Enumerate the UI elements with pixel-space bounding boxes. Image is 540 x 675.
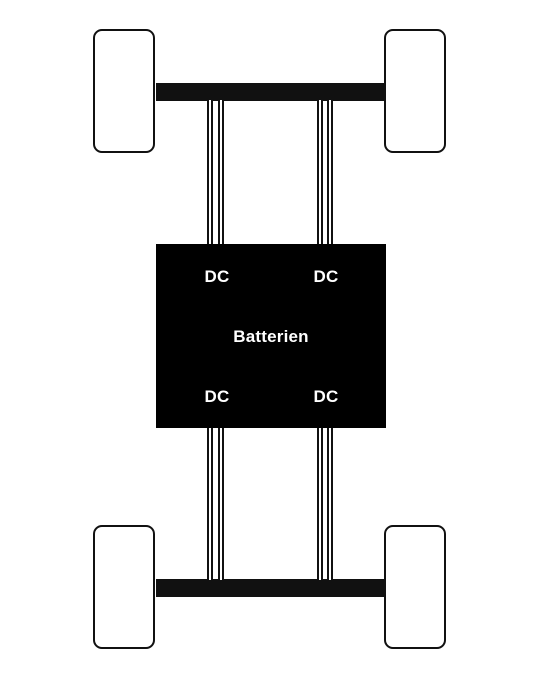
battery-label: Batterien [233,327,309,346]
rear-right-connection-outer [327,427,333,580]
battery-block: DC DC Batterien DC DC [156,244,386,428]
rear-left-connection-outer [207,427,213,580]
dc-converter-front-right-label: DC [313,267,339,286]
front-axle [156,83,386,101]
dc-converter-front-left-label: DC [204,267,230,286]
rear-axle [156,579,386,597]
rear-right-wheel [384,525,446,649]
front-right-connection-outer [327,100,333,245]
dc-converter-rear-left-label: DC [204,387,230,406]
front-left-wheel [93,29,155,153]
front-right-connection-inner [317,100,323,245]
rear-left-connection-inner [218,427,224,580]
rear-right-connection-inner [317,427,323,580]
front-left-connection-inner [218,100,224,245]
rear-left-wheel [93,525,155,649]
front-right-wheel [384,29,446,153]
dc-converter-rear-right-label: DC [313,387,339,406]
front-left-connection-outer [207,100,213,245]
